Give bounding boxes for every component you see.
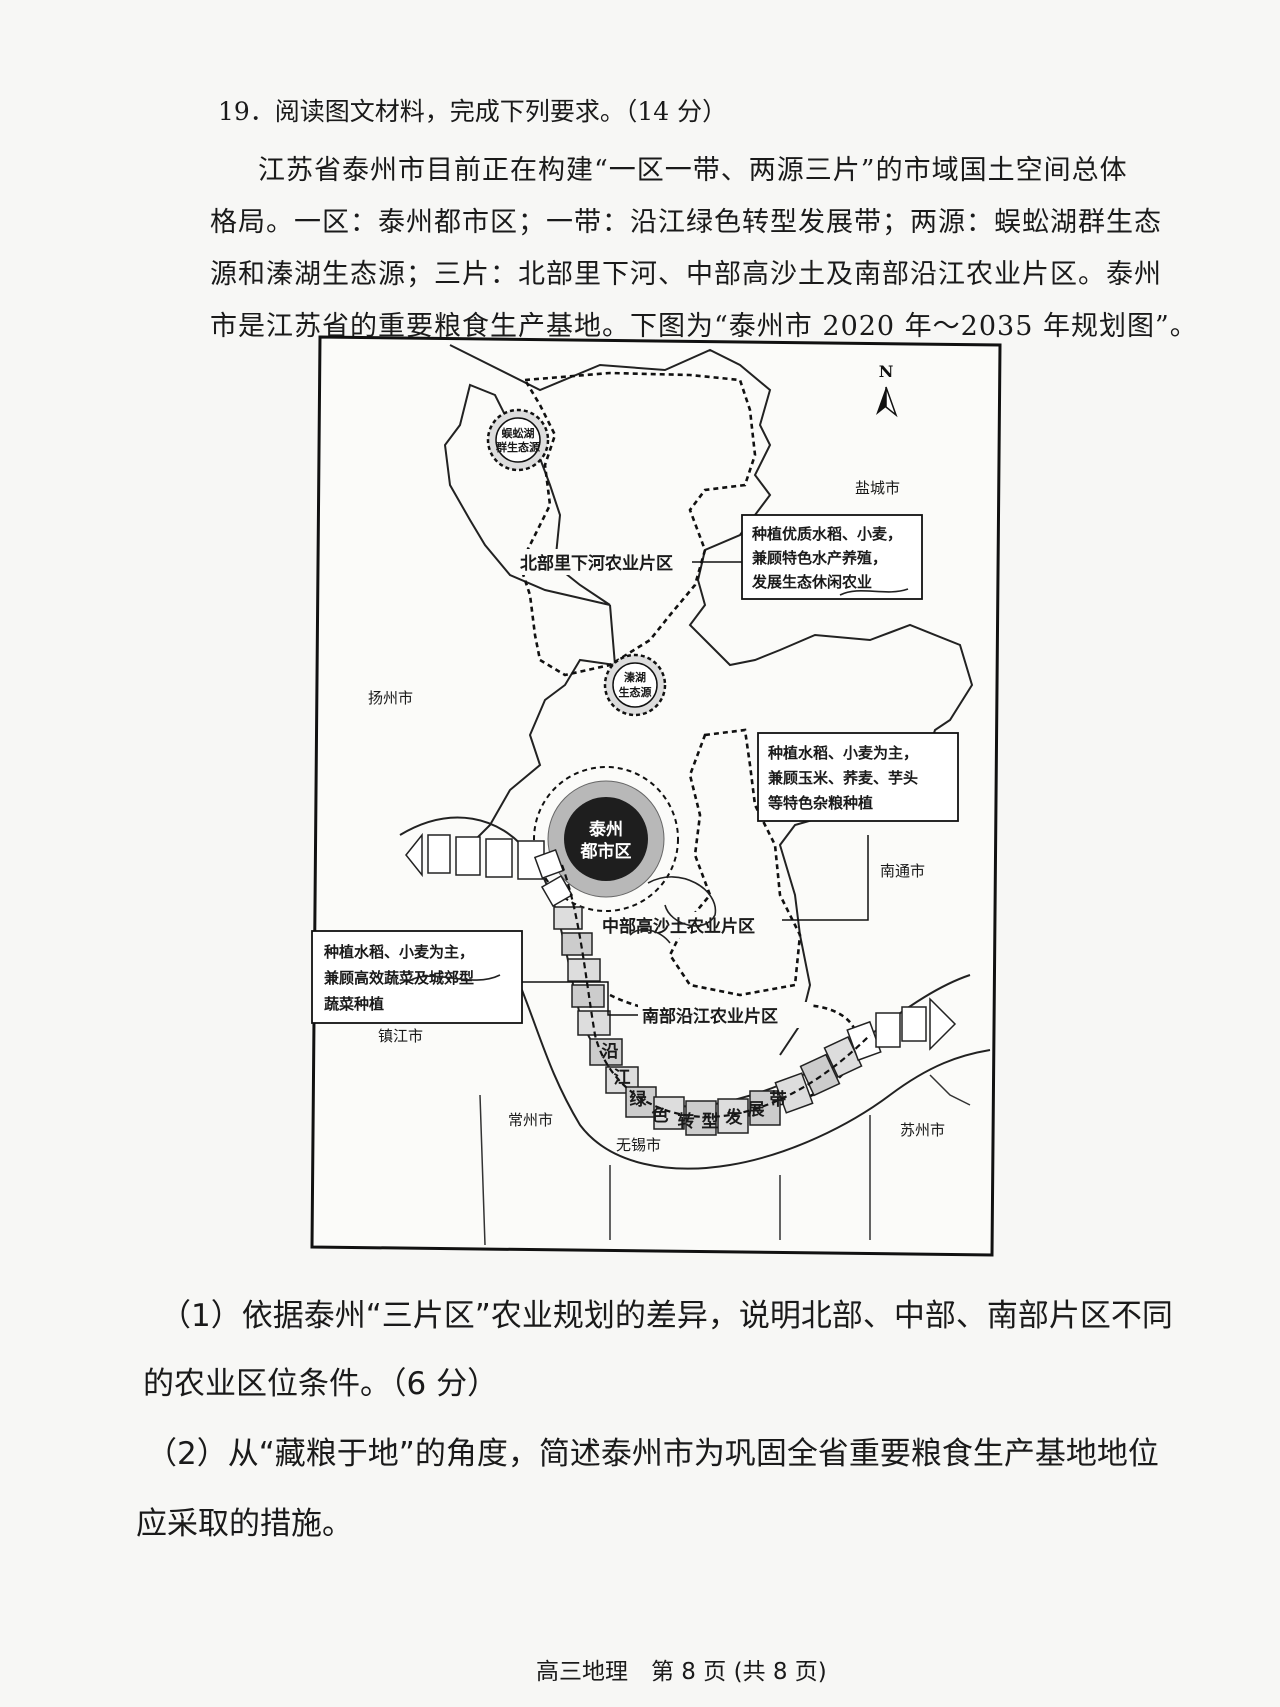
middle-zone-boundary [668, 728, 802, 997]
qinhu-label-1: 溱湖 [624, 670, 646, 684]
belt-char: 绿 [630, 1089, 648, 1110]
box-middle-line: 种植水稻、小麦为主， [767, 744, 918, 762]
qinhu-lake-source: 溱湖 生态源 [603, 653, 667, 717]
belt-char: 江 [614, 1068, 631, 1088]
city-boundary [443, 344, 974, 1056]
box-south-line: 蔬菜种植 [324, 995, 384, 1013]
info-box-middle: 种植水稻、小麦为主， 兼顾玉米、荞麦、芋头 等特色杂粮种植 [757, 732, 959, 822]
north-label: N [879, 362, 894, 381]
wugong-label-1: 蜈蚣湖 [502, 426, 535, 440]
box-middle-line: 等特色杂粮种植 [768, 794, 873, 812]
city-suzhou: 苏州市 [900, 1121, 945, 1139]
metro-area: 泰州 都市区 [533, 766, 679, 912]
box-north-line: 种植优质水稻、小麦， [751, 525, 902, 543]
belt-char: 色 [652, 1105, 669, 1126]
question-1-line-2: 的农业区位条件。（6 分） [143, 1366, 499, 1402]
belt-char: 展 [748, 1100, 765, 1120]
belt-centerline [560, 864, 871, 1118]
city-wuxi: 无锡市 [616, 1136, 661, 1154]
belt-char: 沿 [602, 1042, 619, 1062]
wugong-lake-source: 蜈蚣湖 群生态源 [486, 408, 550, 472]
belt-blocks [405, 832, 957, 1136]
question-1-line-1: （1）依据泰州“三片区”农业规划的差异，说明北部、中部、南部片区不同 [160, 1298, 1173, 1334]
belt-char: 转 [678, 1111, 695, 1132]
taizhou-planning-map: 蜈蚣湖 群生态源 溱湖 生态源 泰州 都市区 [310, 335, 1002, 1257]
box-south-line: 种植水稻、小麦为主， [323, 943, 474, 961]
belt-char: 发 [725, 1107, 744, 1128]
city-changzhou: 常州市 [508, 1111, 553, 1129]
metro-label-2: 都市区 [580, 841, 632, 862]
south-land-lines [479, 1074, 971, 1246]
question-title: 19．阅读图文材料，完成下列要求。（14 分） [218, 97, 728, 126]
page-footer: 高三地理 第 8 页 (共 8 页) [536, 1659, 827, 1685]
zone-label-north: 北部里下河农业片区 [520, 553, 673, 574]
box-north-line: 发展生态休闲农业 [751, 573, 872, 591]
city-yangzhou: 扬州市 [368, 689, 413, 707]
wugong-label-2: 群生态源 [495, 440, 540, 454]
zone-label-middle: 中部高沙土农业片区 [602, 916, 755, 937]
south-zone-boundary [609, 993, 859, 1117]
intro-line-1: 江苏省泰州市目前正在构建“一区一带、两源三片”的市域国土空间总体 [258, 155, 1128, 186]
question-2-line-2: 应采取的措施。 [136, 1506, 353, 1542]
zone-label-south: 南部沿江农业片区 [642, 1006, 778, 1027]
box-north-line: 兼顾特色水产养殖， [752, 549, 887, 567]
question-2-line-1: （2）从“藏粮于地”的角度，简述泰州市为巩固全省重要粮食生产基地地位 [146, 1436, 1159, 1472]
city-zhenjiang: 镇江市 [378, 1027, 423, 1045]
belt-char: 带 [770, 1089, 787, 1110]
north-arrow: N [876, 362, 898, 418]
intro-line-2: 格局。一区：泰州都市区；一带：沿江绿色转型发展带；两源：蜈蚣湖群生态 [210, 207, 1162, 238]
qinhu-label-2: 生态源 [619, 685, 652, 699]
north-zone-boundary [518, 371, 757, 677]
pencil-mark [405, 588, 909, 984]
leader-lines [488, 561, 869, 1016]
metro-label-1: 泰州 [589, 819, 623, 840]
box-middle-line: 兼顾玉米、荞麦、芋头 [768, 769, 918, 787]
intro-line-3: 源和溱湖生态源；三片：北部里下河、中部高沙土及南部沿江农业片区。泰州 [210, 259, 1162, 290]
city-nantong: 南通市 [880, 862, 925, 880]
belt-labels: 沿 江 绿 色 转 型 发 展 带 [602, 1042, 787, 1132]
belt-char: 型 [702, 1111, 719, 1132]
city-yancheng: 盐城市 [855, 479, 900, 497]
info-box-north: 种植优质水稻、小麦， 兼顾特色水产养殖， 发展生态休闲农业 [741, 514, 923, 600]
box-south-line: 兼顾高效蔬菜及城郊型 [324, 969, 474, 987]
